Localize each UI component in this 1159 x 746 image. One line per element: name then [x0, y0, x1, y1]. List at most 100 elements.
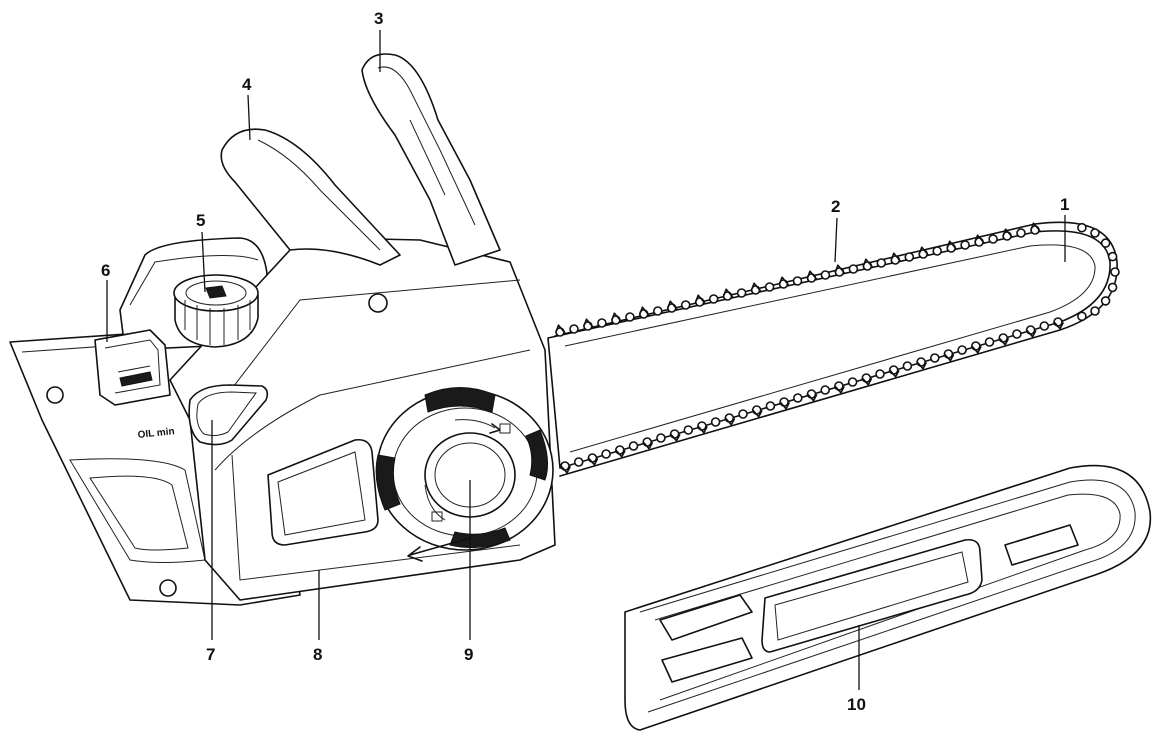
chain-tooth: [724, 417, 736, 426]
callout-9: 9: [464, 645, 473, 664]
chain-tooth: [667, 300, 678, 310]
chain-tooth: [943, 353, 955, 362]
callout-1: 1: [1060, 195, 1069, 214]
chain-link: [597, 318, 607, 328]
chain-link: [751, 405, 762, 415]
chain-link: [792, 393, 803, 403]
chain-tooth: [862, 258, 874, 268]
chain-link: [929, 353, 940, 363]
chain-link: [1100, 296, 1111, 306]
chain-link: [834, 381, 844, 391]
guide-bar-cover: [624, 464, 1152, 731]
chain-tooth: [778, 276, 790, 286]
chain-link: [932, 246, 943, 256]
chain-tooth: [806, 270, 818, 280]
chain-tooth: [834, 385, 845, 394]
oil-tank-cap: [173, 274, 259, 348]
chain-tooth: [611, 312, 622, 322]
chain-link: [875, 369, 885, 379]
chain-tooth: [1025, 329, 1037, 338]
chain-tooth: [694, 294, 706, 304]
chain-link: [1100, 238, 1111, 248]
chain-link: [792, 276, 803, 286]
chain-tooth: [974, 234, 985, 244]
chain-link: [573, 457, 584, 467]
chain-tooth: [751, 409, 763, 418]
chain-link: [1107, 282, 1118, 293]
chain-link: [1025, 325, 1036, 335]
chain-link: [765, 401, 776, 411]
callout-2: 2: [831, 197, 840, 216]
chain-tooth: [639, 306, 650, 316]
chain-link: [697, 421, 707, 431]
chain-link: [902, 361, 913, 371]
chain-tooth: [916, 361, 927, 370]
chain-tooth: [642, 441, 653, 450]
chain-link: [724, 413, 735, 423]
chain-link: [998, 333, 1009, 343]
oil-min-marking: OIL min: [137, 426, 175, 441]
mount-screw-bottom: [159, 579, 177, 597]
chain-tooth: [918, 246, 929, 256]
callout-7: 7: [206, 645, 215, 664]
chain-link: [1016, 228, 1026, 238]
knob-grip-top: [424, 387, 496, 413]
chain-link: [587, 453, 598, 463]
chain-link: [957, 345, 967, 355]
chain-link: [560, 461, 570, 471]
chain-tooth: [583, 318, 594, 328]
callout-6: 6: [101, 261, 110, 280]
chain-tooth: [1053, 321, 1064, 330]
chain-link: [984, 337, 995, 347]
lock-icon: [431, 511, 443, 522]
callout-5: 5: [196, 211, 205, 230]
chain-tooth: [750, 282, 762, 292]
chain-link: [652, 306, 663, 316]
callout-8: 8: [313, 645, 322, 664]
chain-link: [656, 433, 666, 443]
chain-tooth: [560, 465, 571, 474]
chain-tooth: [669, 433, 681, 442]
chain-tooth: [890, 252, 902, 262]
chain-link: [708, 294, 719, 304]
oil-level-window: OIL min: [137, 384, 269, 446]
chain-link: [820, 270, 831, 280]
callout-leaders: [106, 30, 1066, 690]
callout-labels: 1 2 3 4 5 6 7 8 9 10: [101, 9, 1069, 714]
chain-link: [680, 300, 691, 310]
chain-link: [904, 252, 915, 262]
chain-link: [625, 312, 635, 322]
chain-link: [738, 409, 748, 419]
chain-tooth: [971, 345, 982, 354]
chain-tooth: [998, 337, 1009, 346]
chain-link: [943, 349, 954, 359]
callout-3: 3: [374, 9, 383, 28]
chain-tooth: [1030, 222, 1041, 232]
chain-link: [916, 357, 926, 367]
chain-tooth: [555, 324, 566, 334]
chain-tooth: [587, 457, 599, 466]
chain-tooth: [888, 369, 900, 378]
chain-tooth: [834, 264, 846, 274]
oil-drop-icon: [205, 285, 227, 299]
chain-link: [888, 365, 899, 375]
chain-link: [710, 417, 721, 427]
chain-tooth: [1002, 228, 1013, 238]
chain-link: [1012, 329, 1022, 339]
chain-link: [669, 429, 680, 439]
rear-handle: [220, 128, 401, 266]
chain-link: [1039, 321, 1050, 331]
chain-link: [683, 425, 694, 435]
chain-link: [764, 282, 775, 292]
chain-link: [988, 234, 998, 244]
chain-link: [642, 437, 653, 447]
chain-tooth: [697, 425, 708, 434]
chain-link: [861, 373, 872, 383]
chain-link: [736, 288, 747, 298]
chain-link: [1090, 228, 1100, 238]
chain-tooth: [861, 377, 873, 386]
chain-link: [847, 377, 858, 387]
chain-link: [820, 385, 831, 395]
chain-link: [614, 445, 625, 455]
chain-link: [569, 324, 579, 334]
